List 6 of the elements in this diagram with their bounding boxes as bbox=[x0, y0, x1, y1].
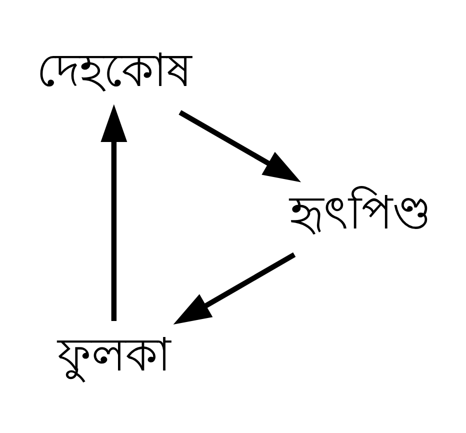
node-text: ফুলকা bbox=[56, 328, 170, 382]
arrow bbox=[178, 110, 301, 182]
node-text: হৃৎপিণ্ড bbox=[288, 185, 431, 240]
node-text: দেহকোষ bbox=[36, 42, 191, 97]
arrow bbox=[100, 104, 127, 322]
arrow bbox=[172, 252, 296, 325]
